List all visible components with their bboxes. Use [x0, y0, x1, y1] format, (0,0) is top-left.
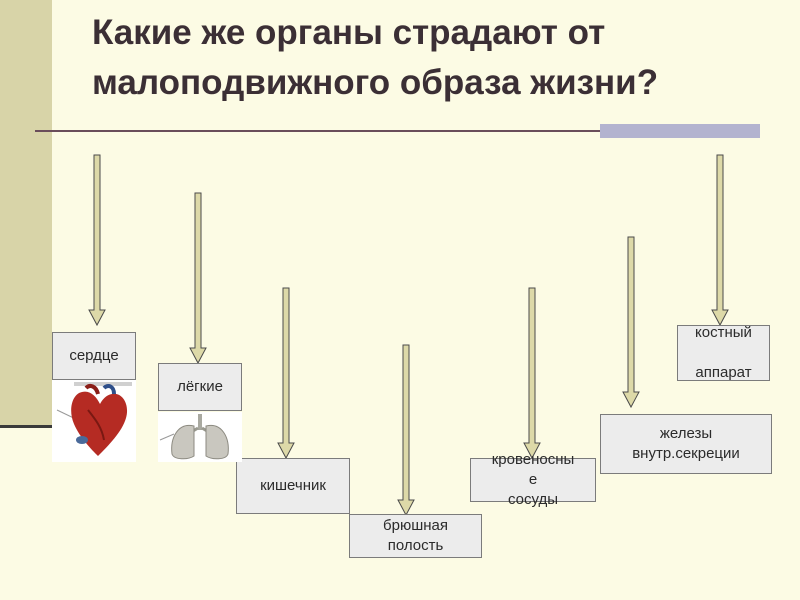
arrow-lungs [190, 193, 206, 363]
organ-label-skeleton: костный аппарат [695, 323, 752, 383]
heart-image [52, 380, 136, 462]
arrow-abdominal [398, 345, 414, 515]
organ-box-heart: сердце [52, 332, 136, 380]
organ-label-lungs: лёгкие [177, 377, 223, 397]
organ-label-heart: сердце [69, 346, 118, 366]
organ-box-lungs: лёгкие [158, 363, 242, 411]
arrow-vessels [524, 288, 540, 458]
organ-box-vessels: кровеносны е сосуды [470, 458, 596, 502]
arrow-skeleton [712, 155, 728, 325]
organ-box-abdominal: брюшная полость [349, 514, 482, 558]
organ-label-vessels: кровеносны е сосуды [492, 450, 575, 510]
organ-box-glands: железы внутр.секреции [600, 414, 772, 474]
organ-label-glands: железы внутр.секреции [632, 424, 740, 464]
arrow-heart [89, 155, 105, 325]
lungs-image [158, 412, 242, 462]
organ-box-skeleton: костный аппарат [677, 325, 770, 381]
arrow-glands [623, 237, 639, 407]
organ-label-abdominal: брюшная полость [383, 516, 448, 556]
arrow-intestine [278, 288, 294, 458]
organ-box-intestine: кишечник [236, 458, 350, 514]
organ-label-intestine: кишечник [260, 476, 326, 496]
